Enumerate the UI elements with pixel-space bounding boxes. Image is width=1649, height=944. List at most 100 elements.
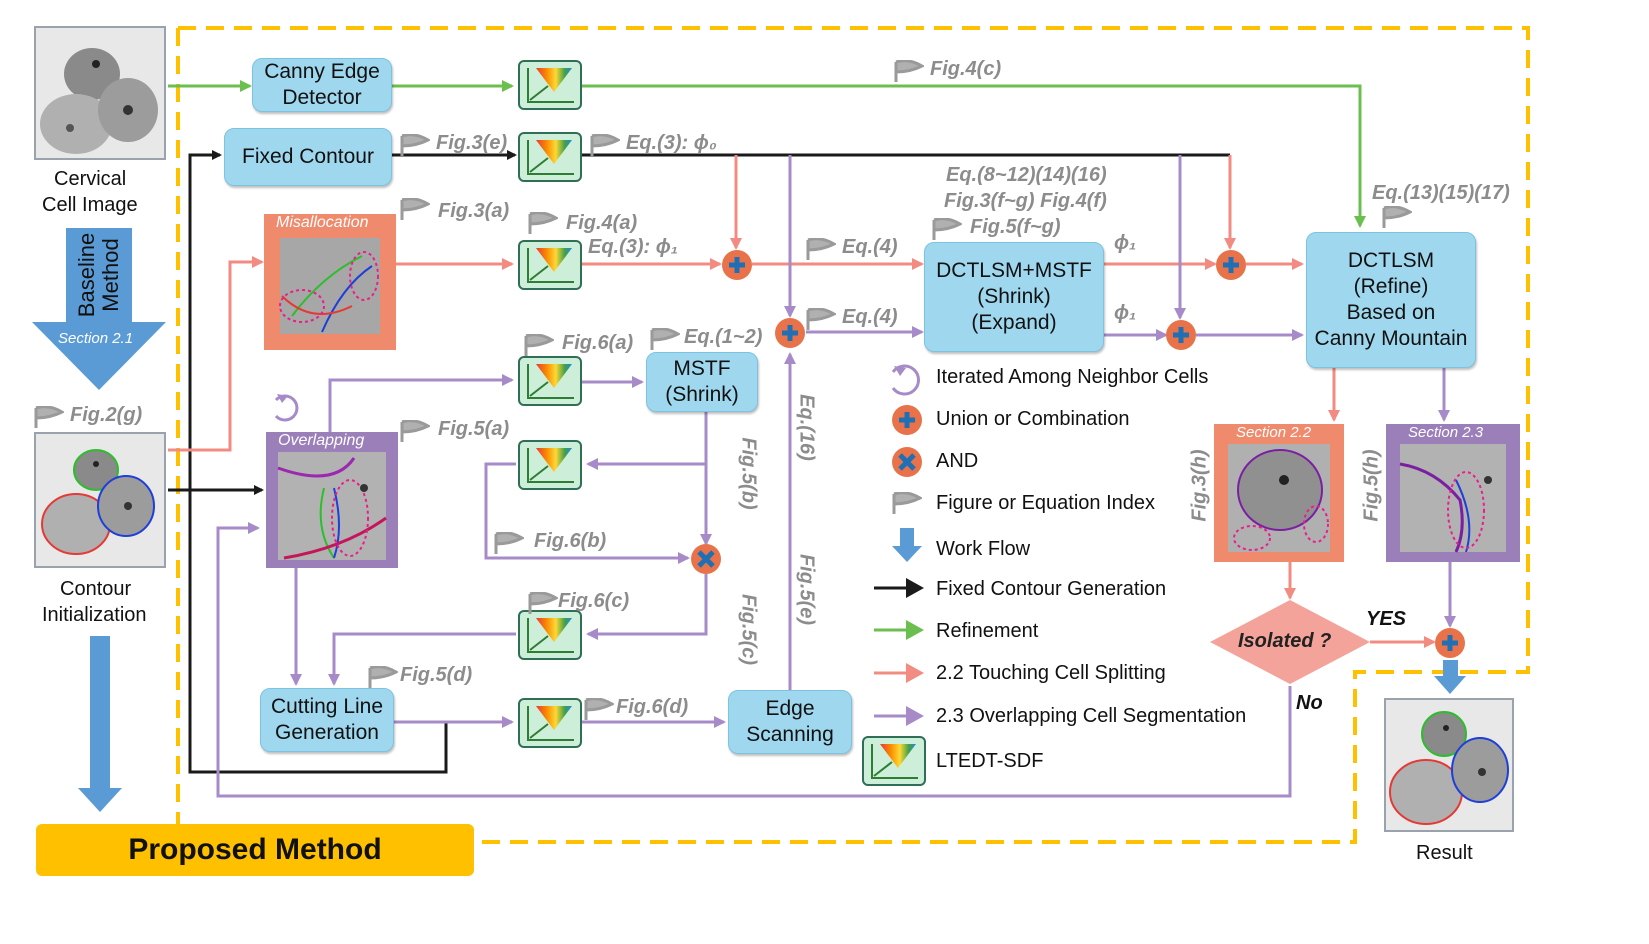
isolated-label: Isolated ? [1238, 630, 1332, 652]
flag-icon [932, 217, 964, 240]
flag-icon [524, 333, 556, 356]
ref-fig4c: Fig.4(c) [930, 58, 1002, 80]
fixed-contour-flow [168, 150, 1230, 774]
edge-scanning-label-1: Edge [765, 697, 815, 720]
ref-fig3fg-fig4f: Fig.3(f~g) Fig.4(f) [944, 190, 1107, 212]
ref-fig5b: Fig.5(b) [737, 437, 760, 510]
dctlsm-refine-label-3: Based on [1346, 301, 1436, 324]
ref-fig5d: Fig.5(d) [400, 664, 473, 686]
ltedt-sdf-module-3 [518, 240, 582, 290]
ref-eq13-15-17: Eq.(13)(15)(17) [1372, 182, 1510, 204]
result-workflow-arrow [1434, 660, 1466, 694]
legend-green-arrow [874, 620, 924, 640]
ltedt-sdf-module-7 [518, 698, 582, 748]
legend-label-ltedt-sdf: LTEDT-SDF [936, 750, 1044, 772]
legend-pink-arrow [874, 663, 924, 683]
baseline-label-2: Method [98, 238, 124, 312]
refinement-flow [168, 80, 1366, 228]
result-label: Result [1416, 842, 1473, 864]
mstf-label-1: MSTF [673, 357, 731, 380]
ltedt-sdf-module-5 [518, 440, 582, 490]
dctlsm-refine-label-4: Canny Mountain [1314, 327, 1468, 350]
and-op [691, 544, 721, 574]
cervical-image-label-2: Cell Image [42, 194, 138, 216]
flag-icon [368, 665, 400, 688]
ref-fig6c: Fig.6(c) [558, 590, 630, 612]
result-graphic [1389, 711, 1509, 825]
flag-icon [650, 327, 682, 350]
baseline-workflow-arrow [32, 228, 166, 390]
section-22-title: Section 2.2 [1236, 424, 1312, 441]
ref-eq3-phi1: Eq.(3): ϕ₁ [588, 236, 678, 258]
cutting-line-box: Cutting Line Generation [260, 688, 394, 752]
section-22-graphic [1228, 444, 1330, 552]
canny-label-2: Detector [282, 86, 362, 109]
flag-icon [494, 531, 526, 554]
legend-label-black-arrow: Fixed Contour Generation [936, 578, 1167, 600]
union-op-4 [1166, 320, 1196, 350]
touching-split-flow [168, 155, 1436, 648]
ltedt-sdf-module-6 [518, 610, 582, 660]
misallocation-panel: Misallocation [264, 214, 396, 350]
edge-scanning-label-2: Scanning [746, 723, 834, 746]
legend-flag-icon [892, 491, 924, 514]
flag-icon [400, 133, 432, 156]
cutting-line-label-2: Generation [275, 721, 379, 744]
canny-edge-detector-box: Canny Edge Detector [252, 58, 392, 112]
ref-fig3a: Fig.3(a) [438, 200, 510, 222]
flag-icon [400, 419, 432, 442]
proposed-region-border [176, 26, 1530, 844]
flag-icon [34, 405, 66, 428]
legend-label-green-arrow: Refinement [936, 620, 1039, 642]
iterate-icon-overlapping [274, 394, 299, 422]
legend-purple-arrow [874, 706, 924, 726]
ref-fig2g: Fig.2(g) [70, 404, 143, 426]
isolated-decision [1210, 600, 1370, 684]
ref-fig5a: Fig.5(a) [438, 418, 510, 440]
proposed-method-badge: Proposed Method [36, 824, 474, 876]
fixed-contour-label: Fixed Contour [242, 145, 374, 168]
section-23-panel: Section 2.3 [1386, 424, 1520, 562]
ref-yes: YES [1366, 608, 1407, 630]
contour-init-label-1: Contour [60, 578, 132, 600]
ref-fig5h: Fig.5(h) [1360, 449, 1383, 522]
ref-fig5fg: Fig.5(f~g) [970, 216, 1061, 238]
dctlsm-refine-label-2: (Refine) [1353, 275, 1429, 298]
result-image [1384, 698, 1514, 832]
flag-icon [528, 211, 560, 234]
ltedt-sdf-module-2 [518, 132, 582, 182]
legend-label-workflow-arrow: Work Flow [936, 538, 1031, 560]
union-op-3 [1216, 250, 1246, 280]
dctlsm-refine-label-1: DCTLSM [1347, 249, 1435, 272]
workflow-arrows [32, 228, 1466, 812]
contour-initialization-image [34, 432, 166, 568]
ref-eq1-2: Eq.(1~2) [684, 326, 763, 348]
contour-init-label-2: Initialization [42, 604, 147, 626]
baseline-method-label: Baseline Method [66, 228, 132, 322]
flag-icon [400, 197, 432, 220]
legend-workflow-arrow [892, 528, 922, 562]
ref-fig6d: Fig.6(d) [616, 696, 689, 718]
misallocation-title: Misallocation [276, 214, 369, 231]
ref-fig6b: Fig.6(b) [534, 530, 607, 552]
overlapping-seg-flow [216, 155, 1456, 798]
flag-icon [806, 237, 838, 260]
union-op-1 [722, 250, 752, 280]
cervical-cell-graphic [40, 48, 158, 154]
baseline-label-1: Baseline [74, 232, 100, 318]
ref-fig5c: Fig.5(c) [737, 593, 760, 666]
canny-label-1: Canny Edge [264, 60, 380, 83]
ref-phi1-a: ϕ₁ [1114, 232, 1137, 254]
dctlsm-mstf-label-3: (Expand) [971, 311, 1057, 334]
legend-label-union: Union or Combination [936, 408, 1130, 430]
section-23-graphic [1399, 444, 1506, 553]
legend-ltedt-sdf-icon [862, 736, 926, 786]
overlapping-graphic [277, 452, 387, 560]
legend-graphics [874, 364, 924, 726]
overlapping-title: Overlapping [278, 432, 365, 449]
flag-icon [894, 59, 926, 82]
ref-eq3-phi0: Eq.(3): ϕ₀ [626, 132, 717, 154]
dctlsm-mstf-label-2: (Shrink) [977, 285, 1051, 308]
